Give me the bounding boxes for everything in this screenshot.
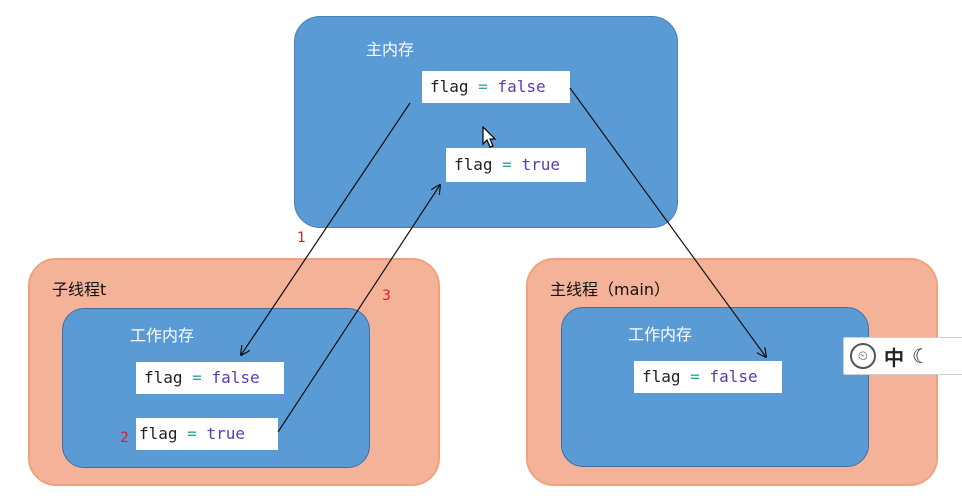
thread-t-work-memory-title: 工作内存 bbox=[130, 326, 195, 345]
var-op: = bbox=[502, 155, 512, 174]
moon-icon[interactable]: ☾ bbox=[912, 344, 930, 368]
var-op: = bbox=[192, 368, 202, 387]
var-value: false bbox=[709, 367, 758, 386]
thread-t-flag-false: flag = false bbox=[136, 362, 284, 394]
var-op: = bbox=[187, 424, 197, 443]
mouse-cursor-icon bbox=[482, 126, 497, 148]
var-value: false bbox=[497, 77, 546, 96]
var-value: false bbox=[211, 368, 260, 387]
thread-main-flag-false: flag = false bbox=[634, 361, 782, 393]
main-flag-true: flag = true bbox=[446, 148, 586, 182]
ime-logo-icon[interactable]: ⏲ bbox=[850, 343, 876, 369]
var-op: = bbox=[690, 367, 700, 386]
step-label-1: 1 bbox=[297, 230, 306, 246]
var-name: flag bbox=[144, 368, 183, 387]
var-name: flag bbox=[139, 424, 178, 443]
thread-t-flag-true: flag = true bbox=[136, 418, 278, 450]
ime-mode-label[interactable]: 中 bbox=[884, 345, 904, 370]
var-name: flag bbox=[430, 77, 469, 96]
main-flag-false: flag = false bbox=[422, 71, 570, 103]
var-name: flag bbox=[642, 367, 681, 386]
step-label-3: 3 bbox=[382, 288, 391, 304]
arrow-read-to-thread-t bbox=[241, 102, 411, 355]
step-label-2: 2 bbox=[120, 430, 129, 446]
ime-toolbar[interactable]: ⏲ 中 ☾ bbox=[843, 337, 962, 375]
thread-main-work-memory-title: 工作内存 bbox=[628, 325, 693, 344]
main-memory-box bbox=[294, 16, 678, 228]
var-value: true bbox=[206, 424, 245, 443]
arrow-read-to-main-thread bbox=[569, 87, 766, 357]
var-name: flag bbox=[454, 155, 493, 174]
thread-main-title: 主线程（main） bbox=[550, 280, 670, 299]
arrow-write-back-to-main bbox=[277, 185, 440, 433]
thread-t-title: 子线程t bbox=[52, 280, 107, 299]
var-value: true bbox=[521, 155, 560, 174]
var-op: = bbox=[478, 77, 488, 96]
main-memory-title: 主内存 bbox=[366, 40, 415, 59]
